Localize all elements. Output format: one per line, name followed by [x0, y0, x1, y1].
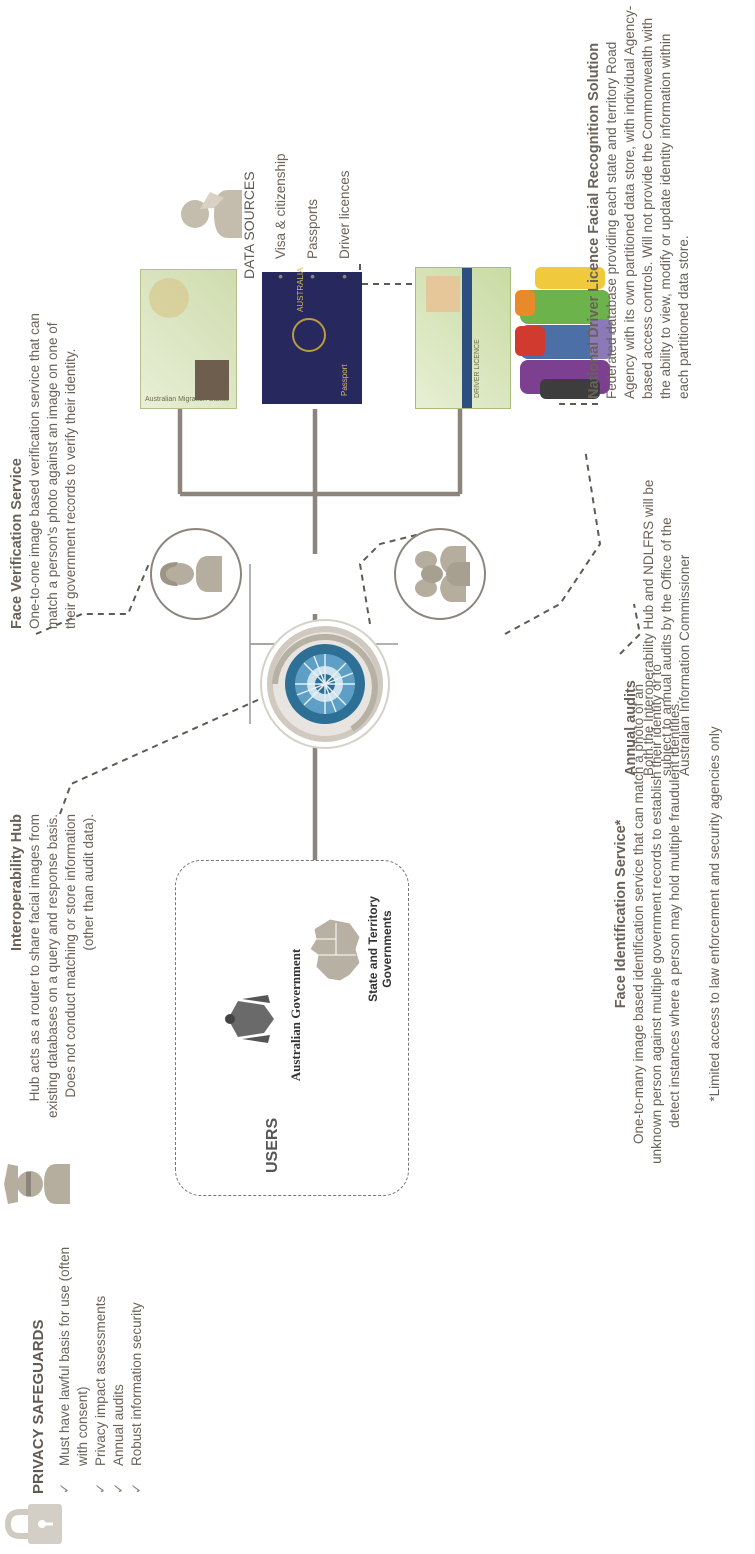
face-verification-description: One-to-one image based verification serv…: [27, 313, 78, 629]
data-sources-list: Visa & citizenship Passports Driver lice…: [272, 49, 354, 279]
face-identification-footnote: *Limited access to law enforcement and s…: [707, 726, 722, 1102]
face-verification-title: Face Verification Service: [9, 458, 25, 629]
licence-stripe: [462, 268, 472, 408]
licence-label: DRIVER LICENCE: [474, 339, 481, 398]
visa-photo: [195, 360, 229, 400]
australia-map-icon: [306, 918, 366, 985]
data-source-item: Driver licences: [336, 49, 354, 279]
licence-photo: [426, 276, 460, 312]
australian-government-label: Australian Government: [288, 948, 303, 1082]
data-sources-title: DATA SOURCES: [241, 171, 257, 279]
privacy-list: Must have lawful basis for use (often wi…: [56, 1234, 146, 1494]
ndlfrs-description: Federated database providing each state …: [604, 5, 691, 399]
face-verification-icon: [150, 528, 242, 620]
users-title: USERS: [264, 1117, 281, 1173]
privacy-safeguards: PRIVACY SAFEGUARDS Must have lawful basi…: [18, 1234, 146, 1494]
passport-image: AUSTRALIA Passport: [262, 268, 362, 404]
annual-audits-text: Annual audits Both the Interoperability …: [622, 456, 694, 776]
data-source-item: Visa & citizenship: [272, 49, 290, 279]
hub-title: Interoperability Hub: [9, 814, 25, 951]
annual-audits-description: Both the Interoperability Hub and NDLFRS…: [641, 479, 692, 776]
annual-audits-title: Annual audits: [623, 680, 639, 776]
police-officer-icon: [4, 1164, 70, 1204]
driver-licence-image: DRIVER LICENCE: [415, 267, 511, 409]
passport-word: Passport: [340, 364, 349, 396]
data-source-item: Passports: [304, 49, 322, 279]
data-sources: DATA SOURCES Visa & citizenship Passport…: [240, 49, 368, 279]
ndlfrs-title: National Driver Licence Facial Recogniti…: [586, 42, 602, 399]
padlock-icon: [4, 1504, 62, 1544]
federated-database-icon: [515, 267, 612, 399]
hub-icon: [260, 619, 390, 749]
face-identification-group-icon: [394, 528, 486, 620]
commonwealth-crest-icon: [222, 993, 280, 1045]
face-verification-text: Face Verification Service One-to-one ima…: [8, 299, 80, 629]
visa-seal: [149, 278, 189, 318]
privacy-item: Privacy impact assessments: [92, 1234, 110, 1494]
privacy-title: PRIVACY SAFEGUARDS: [30, 1319, 47, 1494]
ndlfrs-text: National Driver Licence Facial Recogniti…: [585, 4, 693, 399]
data-source-person-icon: [181, 190, 242, 238]
hub-description: Hub acts as a router to share facial ima…: [27, 814, 96, 1118]
visa-card-image: Australian Migration Status: [140, 269, 237, 409]
passport-crest-icon: [292, 318, 326, 352]
privacy-item: Must have lawful basis for use (often wi…: [56, 1234, 92, 1494]
state-territory-label: State and Territory Governments: [366, 896, 394, 1002]
privacy-item: Robust information security: [128, 1234, 146, 1494]
privacy-item: Annual audits: [110, 1234, 128, 1494]
interoperability-hub-text: Interoperability Hub Hub acts as a route…: [8, 814, 98, 1124]
users-box: USERS Australian Government State and Te…: [175, 860, 409, 1196]
